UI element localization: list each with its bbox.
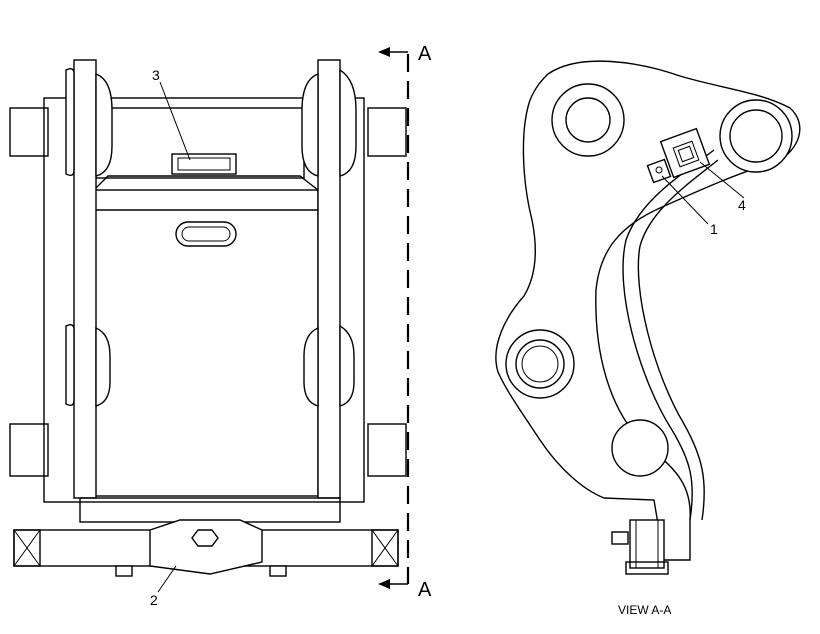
- leader-2: [157, 565, 177, 593]
- left-side-plate: [73, 59, 97, 499]
- label-plate-3: [171, 153, 237, 175]
- lower-right-pin-boss: [367, 423, 407, 477]
- lever-arm-edge: [622, 149, 715, 521]
- upper-right-pin-boss: [367, 107, 407, 157]
- actuator-body: [629, 519, 665, 569]
- callout-3: 3: [152, 67, 160, 83]
- lower-bore: [611, 419, 669, 477]
- callout-2: 2: [150, 592, 158, 608]
- view-caption: VIEW A-A: [618, 603, 671, 617]
- ring-ur-outer: [339, 68, 357, 177]
- section-label-bottom: A: [418, 579, 432, 601]
- frame-outline: [43, 97, 365, 503]
- right-side-plate: [317, 59, 341, 499]
- right-bore-inner: [729, 109, 783, 163]
- ring-ll-inner: [95, 326, 111, 407]
- upper-bore-inner: [565, 97, 611, 143]
- callout-4: 4: [738, 197, 746, 213]
- ring-ul-outer: [65, 67, 75, 177]
- wedge-cylinder-mount: [149, 519, 263, 575]
- leader-3: [159, 81, 191, 161]
- leader-4: [699, 161, 745, 199]
- lower-left-pin-boss: [9, 423, 49, 477]
- section-label-top: A: [418, 43, 432, 65]
- upper-left-pin-boss: [9, 107, 49, 157]
- center-nut: [191, 529, 219, 547]
- right-bore-outer: [719, 99, 793, 173]
- bolt-right: [269, 565, 287, 577]
- label-1: [646, 158, 672, 184]
- label-4: [659, 127, 711, 179]
- upper-bore-outer: [551, 83, 625, 157]
- ring-lr-inner: [303, 326, 319, 407]
- plate-slot: [175, 221, 237, 247]
- ring-ur-inner: [301, 72, 319, 177]
- actuator-fitting: [611, 531, 629, 545]
- ring-ll-outer: [65, 323, 75, 407]
- middle-bore-inner: [515, 339, 565, 389]
- ring-lr-outer: [339, 324, 355, 407]
- ring-ul-inner: [95, 72, 113, 177]
- section-view: 1 4 VIEW A-A: [495, 60, 801, 617]
- lever-arm-edge-inner: [637, 159, 719, 521]
- callout-1: 1: [710, 221, 718, 237]
- leader-1: [661, 175, 709, 225]
- bolt-left: [115, 565, 133, 577]
- front-view: A A 3 2: [9, 43, 432, 608]
